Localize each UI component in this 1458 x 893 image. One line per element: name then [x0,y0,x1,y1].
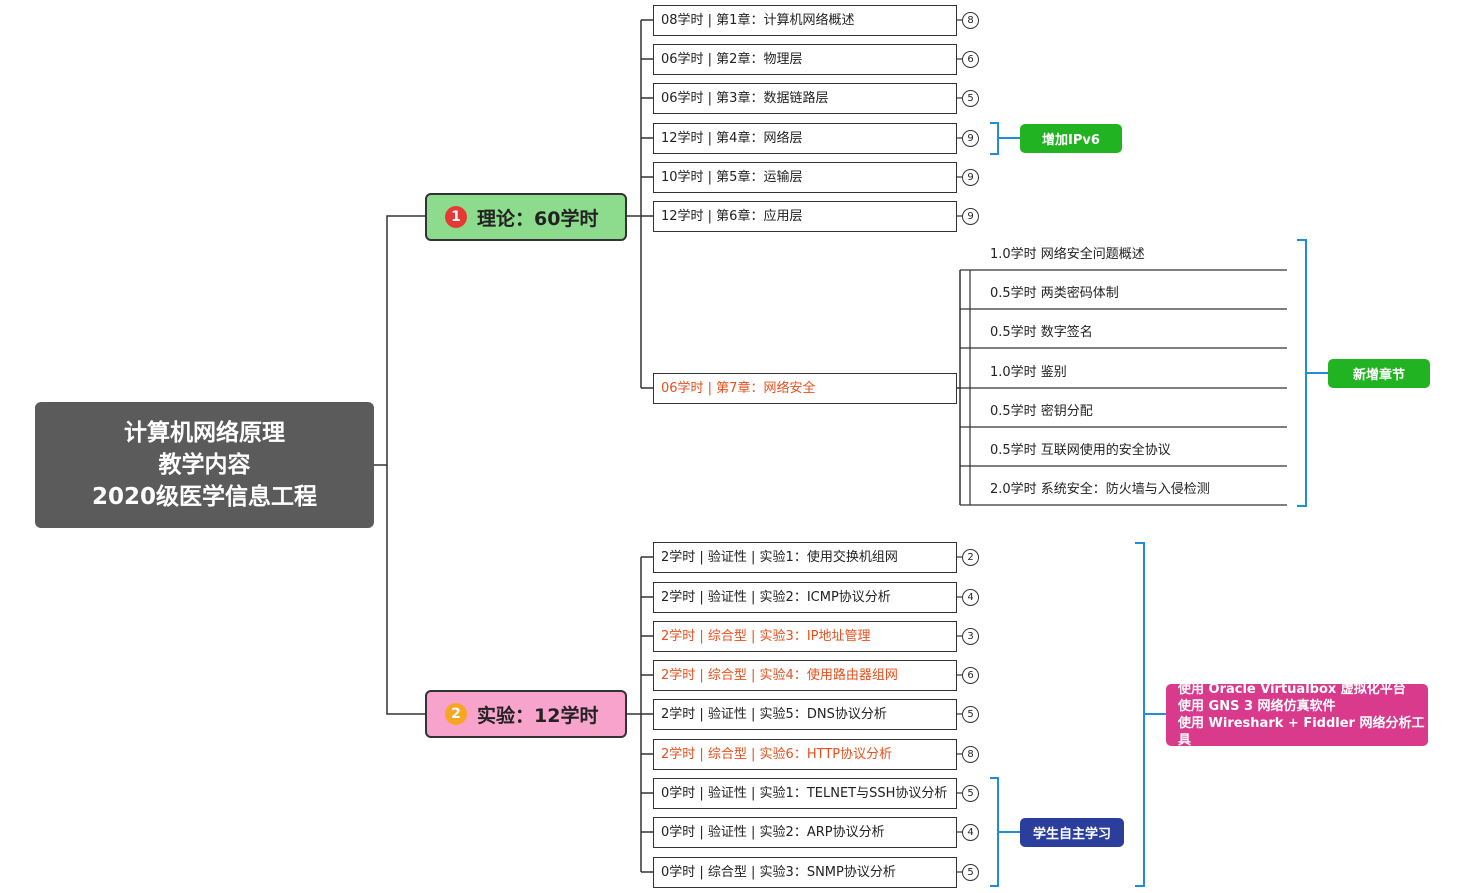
ch7-topic[interactable]: 1.0学时 网络安全问题概述 [990,247,1145,262]
bracket-selfstudy [990,777,999,887]
count-badge[interactable]: 2 [962,549,979,566]
branch-lab-label: 实验：12学时 [477,704,599,727]
ch7-topic[interactable]: 2.0学时 系统安全：防火墙与入侵检测 [990,482,1210,497]
branch-theory[interactable]: 1 理论：60学时 [425,193,627,241]
lab-node-2[interactable]: 2学时 | 验证性 | 实验2：ICMP协议分析 [653,582,957,613]
bracket-ipv6 [990,122,999,155]
ch7-topic[interactable]: 0.5学时 两类密码体制 [990,286,1119,301]
count-badge[interactable]: 5 [962,785,979,802]
root-title-line3: 2020级医学信息工程 [91,484,317,510]
lab-node-6[interactable]: 2学时 | 综合型 | 实验6：HTTP协议分析 [653,739,957,770]
ch7-topic[interactable]: 0.5学时 密钥分配 [990,404,1093,419]
lab-node-self-1[interactable]: 0学时 | 验证性 | 实验1：TELNET与SSH协议分析 [653,778,957,809]
tag-self-study[interactable]: 学生自主学习 [1020,818,1124,847]
ch7-topic[interactable]: 0.5学时 数字签名 [990,325,1093,340]
branch-lab[interactable]: 2 实验：12学时 [425,690,627,738]
tag-lab-tools[interactable]: 使用 Oracle Virtualbox 虚拟化平台 使用 GNS 3 网络仿真… [1166,682,1428,748]
connector-root-theory [374,215,425,466]
count-badge[interactable]: 5 [962,706,979,723]
tag-lab-tools-line: 使用 Wireshark + Fiddler 网络分析工具 [1178,716,1425,748]
count-badge[interactable]: 3 [962,628,979,645]
tag-lab-tools-line: 使用 GNS 3 网络仿真软件 [1178,699,1336,714]
count-badge[interactable]: 8 [962,12,979,29]
theory-node-ch5[interactable]: 10学时 | 第5章：运输层 [653,162,957,193]
count-badge[interactable]: 5 [962,90,979,107]
theory-node-ch7[interactable]: 06学时 | 第7章：网络安全 [653,373,957,404]
number-one-icon: 1 [445,206,467,228]
count-badge[interactable]: 6 [962,51,979,68]
count-badge[interactable]: 5 [962,864,979,881]
count-badge[interactable]: 8 [962,746,979,763]
ch7-topic[interactable]: 0.5学时 互联网使用的安全协议 [990,443,1171,458]
lab-node-5[interactable]: 2学时 | 验证性 | 实验5：DNS协议分析 [653,699,957,730]
number-two-icon: 2 [445,703,467,725]
lab-node-self-3[interactable]: 0学时 | 综合型 | 实验3：SNMP协议分析 [653,857,957,888]
count-badge[interactable]: 4 [962,589,979,606]
theory-node-ch2[interactable]: 06学时 | 第2章：物理层 [653,44,957,75]
count-badge[interactable]: 6 [962,667,979,684]
root-topic[interactable]: 计算机网络原理 教学内容 2020级医学信息工程 [35,402,374,528]
theory-node-ch4[interactable]: 12学时 | 第4章：网络层 [653,123,957,154]
tag-new-chapter[interactable]: 新增章节 [1328,359,1430,388]
connector-root-lab [386,465,425,715]
tag-lab-tools-line: 使用 Oracle Virtualbox 虚拟化平台 [1178,682,1406,697]
theory-node-ch6[interactable]: 12学时 | 第6章：应用层 [653,201,957,232]
lab-node-4[interactable]: 2学时 | 综合型 | 实验4：使用路由器组网 [653,660,957,691]
branch-theory-label: 理论：60学时 [477,207,599,230]
tag-add-ipv6[interactable]: 增加IPv6 [1020,124,1122,153]
root-title-line2: 教学内容 [158,452,251,478]
bracket-ch7 [1297,239,1307,507]
theory-node-ch1[interactable]: 08学时 | 第1章：计算机网络概述 [653,5,957,36]
ch7-topic[interactable]: 1.0学时 鉴别 [990,365,1067,380]
lab-node-self-2[interactable]: 0学时 | 验证性 | 实验2：ARP协议分析 [653,817,957,848]
count-badge[interactable]: 4 [962,824,979,841]
root-title-line1: 计算机网络原理 [124,420,285,446]
count-badge[interactable]: 9 [962,169,979,186]
count-badge[interactable]: 9 [962,208,979,225]
bracket-lab [1135,542,1145,887]
theory-node-ch3[interactable]: 06学时 | 第3章：数据链路层 [653,83,957,114]
lab-node-1[interactable]: 2学时 | 验证性 | 实验1：使用交换机组网 [653,542,957,573]
count-badge[interactable]: 9 [962,130,979,147]
lab-node-3[interactable]: 2学时 | 综合型 | 实验3：IP地址管理 [653,621,957,652]
